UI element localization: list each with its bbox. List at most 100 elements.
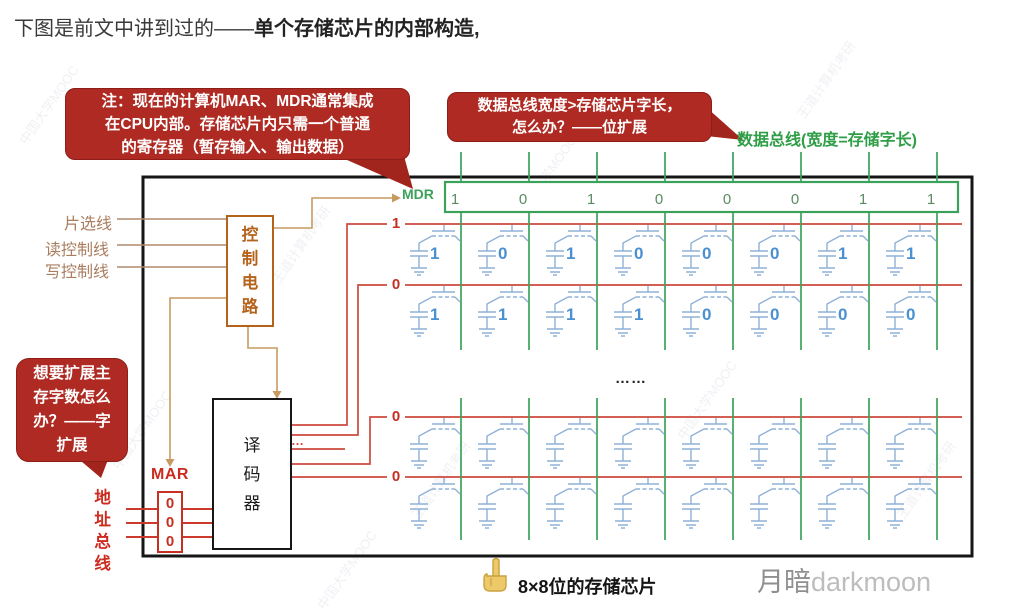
cell-transistor	[682, 418, 733, 469]
memory-cell	[546, 478, 597, 529]
memory-cell	[478, 418, 529, 469]
bit-bubble-line-1: 数据总线宽度>存储芯片字长，	[477, 97, 682, 114]
word-line-label: 0	[387, 469, 405, 485]
cell-value: 0	[770, 305, 779, 324]
mdr-bit: 1	[859, 191, 867, 208]
cell-transistor	[614, 286, 665, 337]
word-expansion-bubble: 想要扩展主 存字数怎么 办？——字 扩展	[16, 358, 128, 462]
cell-value: 1	[430, 244, 439, 263]
cell-value: 0	[906, 305, 915, 324]
mdr-bit: 0	[723, 191, 731, 208]
memory-cell: 0	[682, 286, 733, 337]
credit-en: darkmoon	[811, 567, 932, 597]
cell-transistor	[886, 418, 937, 469]
memory-cell	[750, 478, 801, 529]
mdr-bit: 1	[927, 191, 935, 208]
mar-arrowhead	[165, 459, 175, 467]
memory-cell: 1	[410, 225, 461, 276]
memory-cell: 1	[614, 286, 665, 337]
chip-select-label: 片选线	[64, 216, 113, 233]
cell-transistor	[818, 286, 869, 337]
chip-border	[141, 175, 974, 558]
mdr-register-box	[443, 180, 960, 214]
cell-transistor	[682, 286, 733, 337]
cell-transistor	[750, 478, 801, 529]
word-line-label: 1	[387, 216, 405, 232]
cell-value: 1	[838, 244, 847, 263]
note-bubble: 注：现在的计算机MAR、MDR通常集成 在CPU内部。存储芯片内只需一个普通 的…	[65, 88, 410, 160]
chip-caption: 8×8位的存储芯片	[518, 577, 657, 597]
cell-transistor	[614, 225, 665, 276]
cell-transistor	[478, 418, 529, 469]
cell-transistor	[410, 225, 461, 276]
cell-value: 0	[702, 305, 711, 324]
control-to-mdr-line	[271, 197, 392, 229]
data-bus-lines	[460, 152, 938, 540]
memory-cell	[750, 418, 801, 469]
cell-transistor	[750, 418, 801, 469]
bit-bubble-tail	[706, 107, 743, 140]
word-line-3	[290, 416, 962, 465]
memory-cell	[818, 478, 869, 529]
cell-transistor	[614, 478, 665, 529]
memory-cell: 1	[818, 225, 869, 276]
control-routing	[169, 197, 392, 459]
memory-cell: 0	[818, 286, 869, 337]
bit-expansion-bubble: 数据总线宽度>存储芯片字长， 怎么办？——位扩展	[447, 92, 712, 142]
credit-cn: 月暗	[757, 567, 811, 597]
cell-transistor	[546, 418, 597, 469]
title-emphasis: 单个存储芯片的内部构造,	[254, 18, 480, 40]
memory-cell: 0	[750, 286, 801, 337]
pointing-hand-icon	[483, 557, 507, 592]
credit-watermark: 月暗darkmoon	[757, 560, 931, 599]
cell-value: 0	[634, 244, 643, 263]
mar-bit: 0	[165, 532, 175, 550]
cell-value: 1	[566, 305, 575, 324]
word-bubble-line-3: 办？——字	[33, 413, 111, 430]
memory-cell: 1	[546, 286, 597, 337]
cell-transistor	[614, 418, 665, 469]
cell-transistor	[682, 478, 733, 529]
memory-cell: 1	[886, 225, 937, 276]
cell-value: 0	[770, 244, 779, 263]
mdr-arrowhead	[392, 193, 401, 203]
cell-transistor	[750, 286, 801, 337]
decoder-box: 译码器	[212, 398, 292, 550]
memory-cell: 0	[478, 225, 529, 276]
word-lines	[290, 223, 962, 478]
decoder-arrowhead	[272, 391, 282, 399]
cell-transistor	[818, 478, 869, 529]
control-circuit-box: 控制电路	[226, 215, 274, 327]
mdr-label: MDR	[402, 186, 434, 202]
address-bus-label: 地址总线	[94, 489, 111, 573]
cell-value: 1	[906, 244, 915, 263]
word-bubble-line-2: 存字数怎么	[33, 389, 111, 406]
mdr-bit: 0	[791, 191, 799, 208]
cell-transistor	[546, 225, 597, 276]
mar-bit: 0	[165, 513, 175, 531]
control-input-lines	[117, 218, 228, 268]
cell-transistor	[478, 225, 529, 276]
memory-cell	[614, 478, 665, 529]
memory-cell	[614, 418, 665, 469]
memory-cell: 0	[750, 225, 801, 276]
data-bus-label: 数据总线(宽度=存储字长)	[737, 132, 918, 149]
control-to-decoder-line	[247, 324, 278, 391]
control-to-mar-line	[169, 297, 227, 459]
page-title: 下图是前文中讲到过的——单个存储芯片的内部构造,	[14, 12, 480, 41]
memory-cell: 1	[478, 286, 529, 337]
memory-cell	[546, 418, 597, 469]
title-prefix: 下图是前文中讲到过的——	[14, 18, 254, 40]
memory-cell	[410, 418, 461, 469]
cell-value: 0	[702, 244, 711, 263]
read-control-label: 读控制线	[45, 242, 110, 259]
note-line-3: 的寄存器（暂存输入、输出数据）	[121, 138, 354, 156]
mar-bit: 0	[165, 494, 175, 512]
cell-value: 1	[566, 244, 575, 263]
mdr-bit: 0	[655, 191, 663, 208]
hand-shape	[483, 557, 507, 592]
